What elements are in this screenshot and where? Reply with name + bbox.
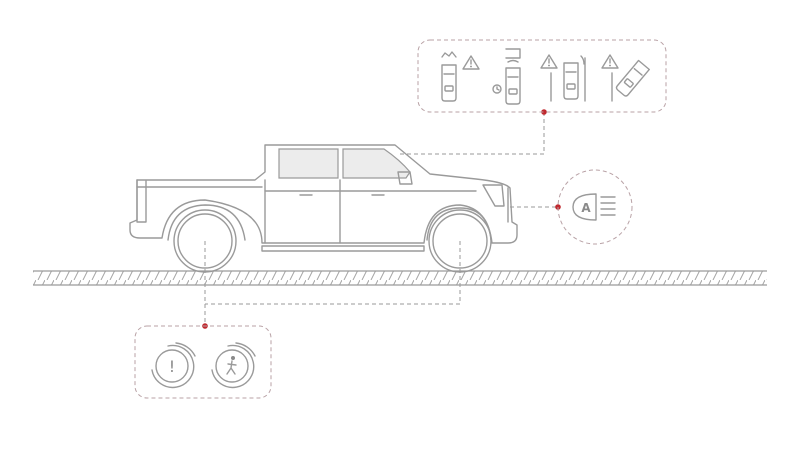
rear-window — [278, 148, 339, 179]
lane-keep-assist-icon — [550, 55, 586, 102]
connector-dot — [555, 204, 561, 210]
rocker-step — [261, 245, 425, 252]
truck-body — [129, 144, 518, 244]
driver-alerts-callout — [417, 39, 667, 113]
auto-high-beam-callout: A — [557, 169, 633, 245]
headlight — [482, 184, 505, 207]
braking-callout: ! — [134, 325, 272, 399]
pedestrian-braking-icon — [211, 342, 256, 389]
pickup-truck — [129, 144, 518, 252]
rear-wheel-arch — [167, 204, 246, 241]
brake-symbol: ! — [169, 357, 175, 376]
front-window — [342, 148, 411, 179]
front-wheel-arch — [426, 207, 492, 241]
connector-lines — [204, 112, 558, 326]
connector-dot — [541, 109, 547, 115]
tailgate — [136, 179, 147, 223]
forward-collision-alert-icon — [441, 51, 457, 102]
warning-triangle-icon — [462, 55, 480, 70]
warning-triangle-icon — [601, 54, 619, 69]
side-mirror — [397, 171, 413, 185]
auto-high-beam-icon: A — [572, 193, 616, 221]
warning-triangle-icon — [540, 54, 558, 69]
auto-high-beam-label: A — [581, 201, 591, 215]
following-distance-indicator-icon — [492, 48, 521, 105]
road — [33, 270, 767, 286]
lane-departure-warning-icon — [611, 59, 650, 102]
automatic-emergency-braking-icon: ! — [151, 342, 196, 389]
